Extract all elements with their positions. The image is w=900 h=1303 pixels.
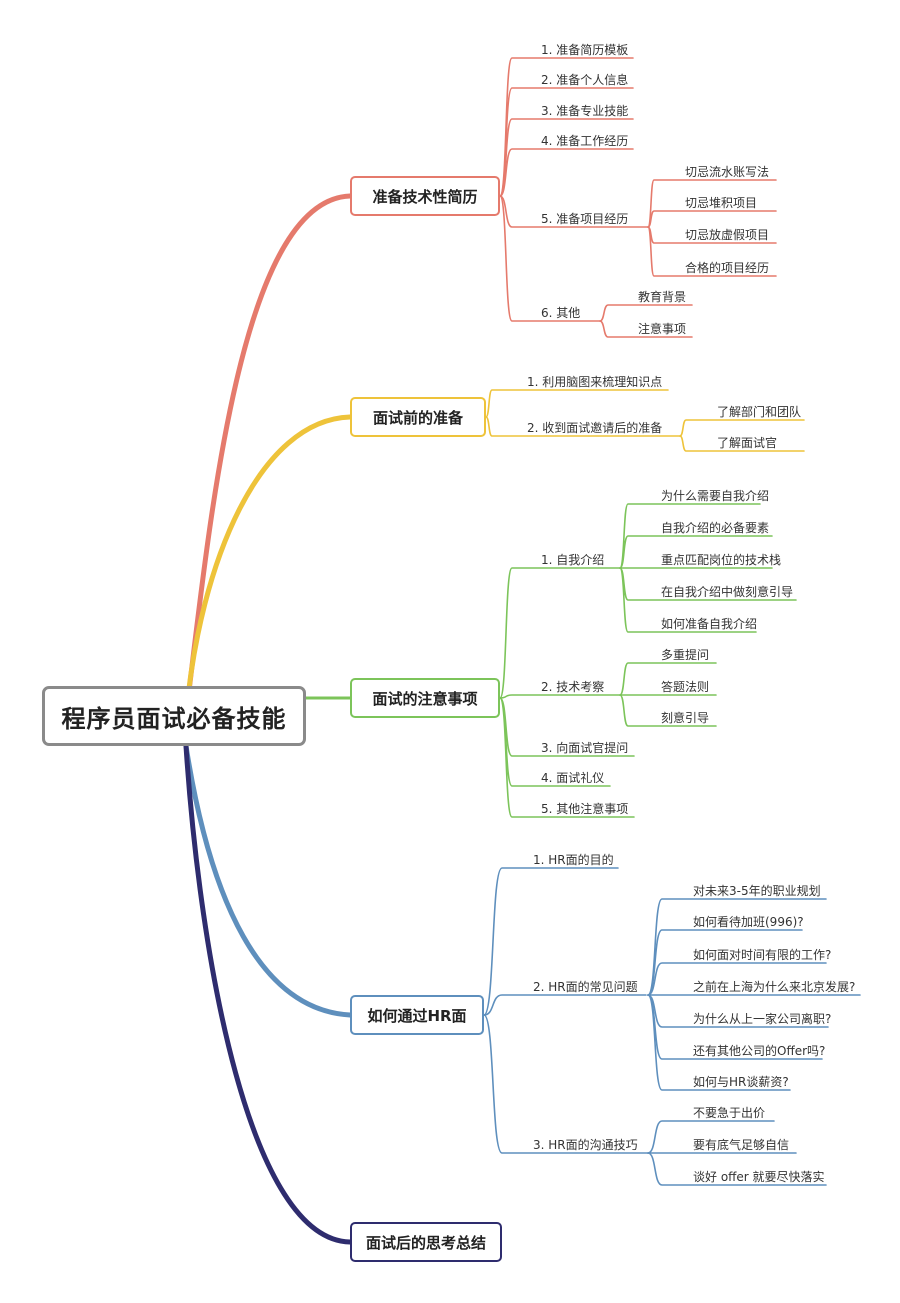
intro-sub-item: 自我介绍的必备要素 (661, 521, 770, 535)
skill-sub-item: 不要急于出价 (693, 1106, 766, 1120)
link-other (599, 320, 693, 338)
prepare-item: 1. 利用脑图来梳理知识点 (527, 375, 663, 389)
link-skill (647, 1120, 775, 1154)
link-other (599, 304, 693, 322)
project-sub-item: 切忌流水账写法 (685, 165, 770, 179)
other-sub-item: 教育背景 (638, 290, 687, 304)
trunk-after (183, 743, 353, 1245)
question-sub-item: 如何看待加班(996)? (693, 915, 804, 929)
link-resume (499, 195, 649, 228)
intro-sub-item: 为什么需要自我介绍 (661, 489, 770, 503)
project-sub-item: 切忌堆积项目 (685, 196, 758, 210)
link-invite (679, 435, 805, 452)
link-hr (483, 867, 619, 1016)
link-intro (619, 535, 773, 569)
project-sub-item: 合格的项目经历 (685, 261, 770, 275)
link-resume (499, 118, 634, 197)
trunk-prepare (183, 414, 353, 719)
link-prepare (485, 416, 681, 437)
attention-item: 4. 面试礼仪 (541, 771, 605, 785)
question-sub-item: 之前在上海为什么来北京发展? (693, 980, 856, 994)
link-attention (499, 567, 621, 699)
link-intro (619, 567, 757, 633)
resume-item: 3. 准备专业技能 (541, 104, 629, 118)
link-resume (499, 195, 601, 322)
link-tech (619, 694, 717, 727)
project-sub-item: 切忌放虚假项目 (685, 228, 770, 242)
invite-sub-item: 了解面试官 (717, 436, 778, 450)
tech-sub-item: 刻意引导 (661, 711, 710, 725)
skill-sub-item: 谈好 offer 就要尽快落实 (693, 1170, 825, 1184)
link-project (647, 226, 777, 277)
resume-item: 5. 准备项目经历 (541, 212, 629, 226)
link-hr (483, 994, 647, 1016)
link-resume (499, 148, 634, 197)
branch-hr: 如何通过HR面 (350, 995, 484, 1035)
branch-resume: 准备技术性简历 (350, 176, 500, 216)
hr-item: 1. HR面的目的 (533, 853, 614, 867)
link-tech (619, 662, 717, 696)
link-hr (483, 1014, 649, 1154)
tech-sub-item: 多重提问 (661, 648, 710, 662)
attention-item: 3. 向面试官提问 (541, 741, 629, 755)
link-project (647, 210, 777, 228)
question-sub-item: 如何面对时间有限的工作? (693, 948, 832, 962)
question-sub-item: 如何与HR谈薪资? (693, 1075, 789, 1089)
intro-sub-item: 在自我介绍中做刻意引导 (661, 585, 794, 599)
resume-item: 4. 准备工作经历 (541, 134, 629, 148)
attention-item: 5. 其他注意事项 (541, 802, 629, 816)
question-sub-item: 为什么从上一家公司离职? (693, 1012, 832, 1026)
attention-item: 1. 自我介绍 (541, 553, 605, 567)
branch-attention: 面试的注意事项 (350, 678, 500, 718)
question-sub-item: 还有其他公司的Offer吗? (693, 1044, 826, 1058)
branch-after: 面试后的思考总结 (350, 1222, 502, 1262)
link-attention (499, 697, 635, 818)
link-prepare (485, 389, 669, 418)
link-attention (499, 694, 621, 699)
branch-prepare: 面试前的准备 (350, 397, 486, 437)
hr-item: 3. HR面的沟通技巧 (533, 1138, 638, 1152)
intro-sub-item: 重点匹配岗位的技术栈 (661, 553, 782, 567)
resume-item: 2. 准备个人信息 (541, 73, 629, 87)
resume-item: 1. 准备简历模板 (541, 43, 629, 57)
other-sub-item: 注意事项 (638, 322, 687, 336)
trunk-hr (183, 743, 353, 1018)
prepare-item: 2. 收到面试邀请后的准备 (527, 421, 663, 435)
skill-sub-item: 要有底气足够自信 (693, 1138, 790, 1152)
link-question (647, 962, 827, 996)
question-sub-item: 对未来3-5年的职业规划 (693, 884, 821, 898)
resume-item: 6. 其他 (541, 306, 581, 320)
link-question (647, 994, 791, 1091)
tech-sub-item: 答题法则 (661, 680, 710, 694)
hr-item: 2. HR面的常见问题 (533, 980, 638, 994)
attention-item: 2. 技术考察 (541, 680, 605, 694)
invite-sub-item: 了解部门和团队 (717, 405, 802, 419)
root-node: 程序员面试必备技能 (42, 686, 306, 746)
intro-sub-item: 如何准备自我介绍 (661, 617, 758, 631)
trunk-resume (183, 193, 353, 719)
link-skill (647, 1152, 827, 1186)
link-invite (679, 419, 805, 437)
